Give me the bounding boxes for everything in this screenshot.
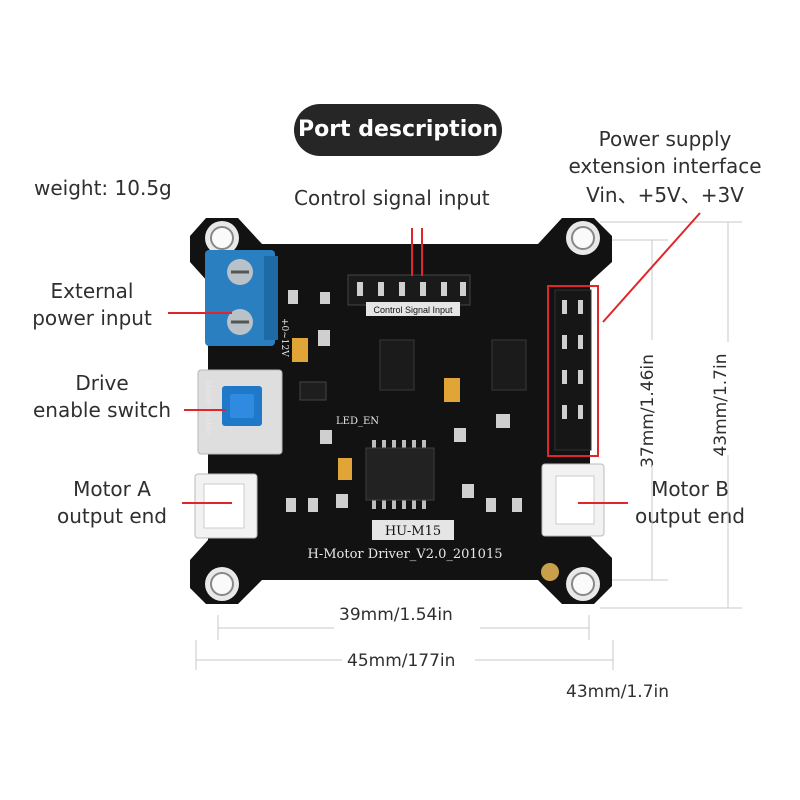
driver-ic: [365, 440, 435, 509]
pointer-lines: [168, 212, 701, 504]
switch-silkscreen: Motor-enable: [204, 380, 213, 435]
model-silkscreen: HU-M15: [385, 524, 441, 539]
drive-enable-label: Drive enable switch: [22, 370, 182, 424]
gold-pad: [541, 563, 559, 581]
external-power-line2: power input: [32, 306, 152, 330]
power-input-silkscreen: +0~12V: [279, 318, 289, 357]
motor-a-label: Motor A output end: [42, 476, 182, 530]
board-name-silkscreen: H-Motor Driver_V2.0_201015: [308, 547, 503, 562]
tantalum-capacitors: [292, 338, 460, 480]
motor-a-connector: [194, 473, 258, 539]
motor-b-connector: [541, 463, 605, 537]
mounting-holes: [205, 221, 600, 601]
motor-b-label: Motor B output end: [622, 476, 758, 530]
outer-width-dimension: 45mm/177in: [347, 651, 456, 671]
motor-a-line1: Motor A: [73, 477, 151, 501]
power-extension-label: Power supply extension interface Vin、+5V…: [560, 126, 770, 209]
smd-components: [286, 290, 522, 512]
header-silkscreen: Control Signal Input: [373, 305, 453, 315]
title-badge: Port description: [294, 104, 502, 156]
weight-label: weight: 10.5g: [34, 176, 172, 200]
depth-dimension: 43mm/1.7in: [566, 682, 670, 702]
drive-enable-line2: enable switch: [33, 398, 171, 422]
motor-b-line1: Motor B: [651, 477, 729, 501]
enable-switch: [197, 369, 283, 455]
diode: [299, 381, 327, 401]
power-extension-header: [554, 289, 592, 451]
drive-enable-line1: Drive: [75, 371, 129, 395]
power-extension-line3: Vin、+5V、+3V: [586, 183, 744, 207]
inner-width-dimension: 39mm/1.54in: [339, 605, 453, 625]
led-en-silkscreen: LED_EN: [336, 416, 379, 427]
dimension-lines: [195, 221, 742, 670]
control-signal-label: Control signal input: [294, 186, 490, 210]
model-label-box: [372, 520, 454, 540]
motor-b-line2: output end: [635, 504, 745, 528]
motor-a-line2: output end: [57, 504, 167, 528]
power-extension-line1: Power supply: [598, 127, 732, 151]
voltage-regulators: [379, 339, 527, 391]
terminal-block: [205, 250, 278, 346]
control-signal-header: Control Signal Input: [347, 274, 471, 316]
external-power-line1: External: [50, 279, 134, 303]
power-extension-line2: extension interface: [568, 154, 762, 178]
external-power-label: External power input: [22, 278, 162, 332]
